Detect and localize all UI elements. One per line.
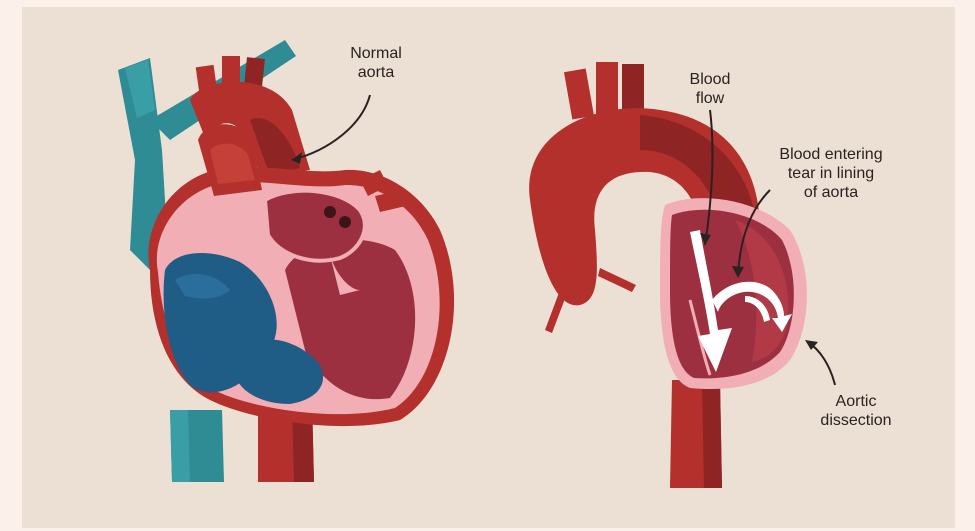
label-aortic-dissection: Aortic dissection	[808, 392, 904, 430]
normal-heart-diagram	[118, 40, 454, 482]
label-blood-flow: Blood flow	[670, 70, 750, 108]
aortic-root	[265, 191, 365, 261]
dissection-diagram	[529, 62, 807, 488]
label-blood-entering-tear: Blood entering tear in lining of aorta	[756, 145, 906, 202]
label-normal-aorta: Normal aorta	[336, 44, 416, 82]
